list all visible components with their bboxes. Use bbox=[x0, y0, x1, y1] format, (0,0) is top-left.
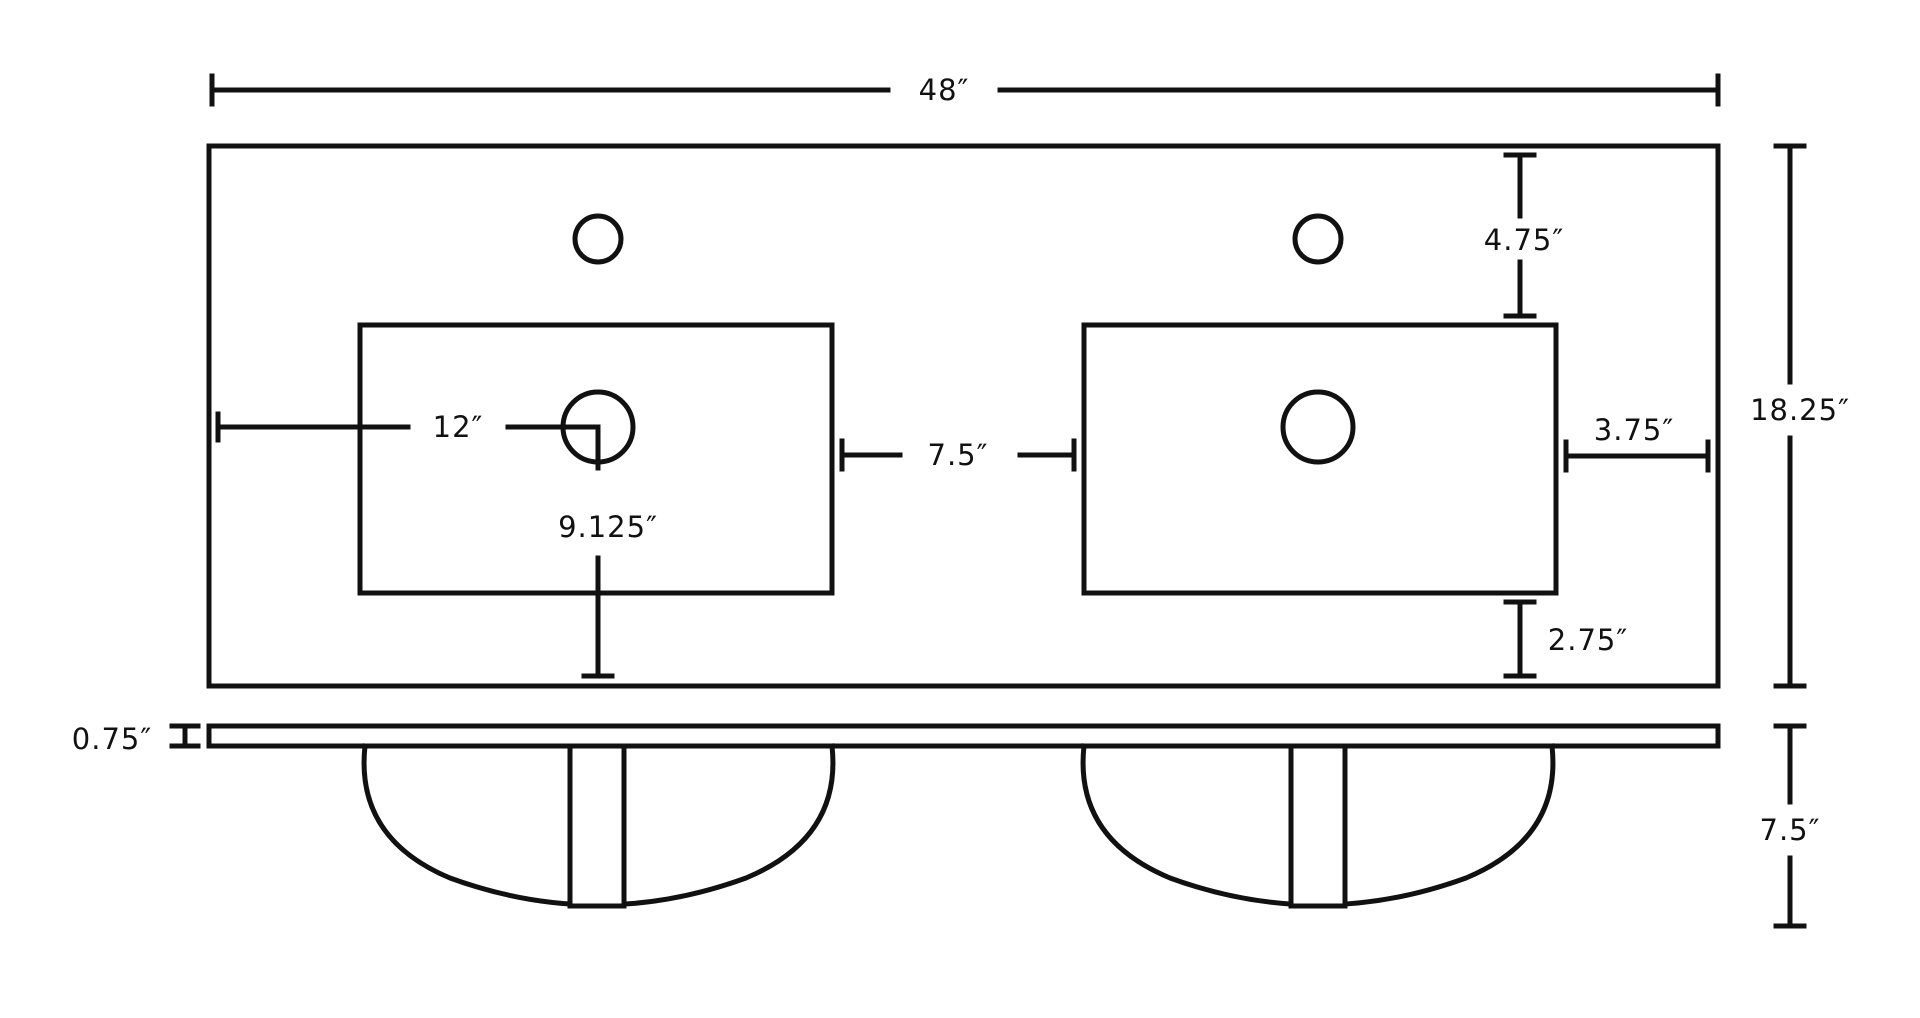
drain-right bbox=[1280, 389, 1356, 465]
edge-to-drain-dimension bbox=[215, 411, 601, 443]
bowl-depth-label: 7.5″ bbox=[1760, 813, 1821, 847]
drain-pipe-right bbox=[1288, 743, 1348, 909]
faucet-hole-left bbox=[572, 213, 624, 265]
bowl-to-side-dimension bbox=[1563, 439, 1711, 473]
faucet-to-bowl-dimension bbox=[1503, 152, 1537, 319]
bowl-to-side-label: 3.75″ bbox=[1594, 413, 1674, 447]
top-thickness-label: 0.75″ bbox=[72, 722, 152, 756]
faucet-to-bowl-label: 4.75″ bbox=[1484, 223, 1564, 257]
drain-to-front-dimension bbox=[581, 424, 615, 679]
drain-pipe-left bbox=[567, 743, 627, 909]
overall-depth-dimension bbox=[1773, 143, 1807, 689]
bowl-to-front-dimension bbox=[1503, 599, 1537, 679]
drain-to-front-label: 9.125″ bbox=[558, 510, 658, 544]
bowl-to-front-label: 2.75″ bbox=[1548, 623, 1628, 657]
overall-width-label: 48″ bbox=[919, 73, 970, 107]
overall-width-dimension bbox=[209, 73, 1721, 107]
countertop-outline bbox=[206, 143, 1721, 689]
faucet-hole-right bbox=[1292, 213, 1344, 265]
bowl-cutout-right bbox=[1081, 322, 1559, 596]
overall-depth-label: 18.25″ bbox=[1750, 393, 1850, 427]
edge-to-drain-label: 12″ bbox=[433, 410, 484, 444]
top-thickness-dimension bbox=[169, 723, 201, 749]
countertop-side-slab bbox=[206, 723, 1721, 749]
between-bowls-dimension bbox=[839, 438, 1077, 472]
bowl-depth-dimension bbox=[1773, 723, 1807, 929]
between-bowls-label: 7.5″ bbox=[928, 438, 989, 472]
